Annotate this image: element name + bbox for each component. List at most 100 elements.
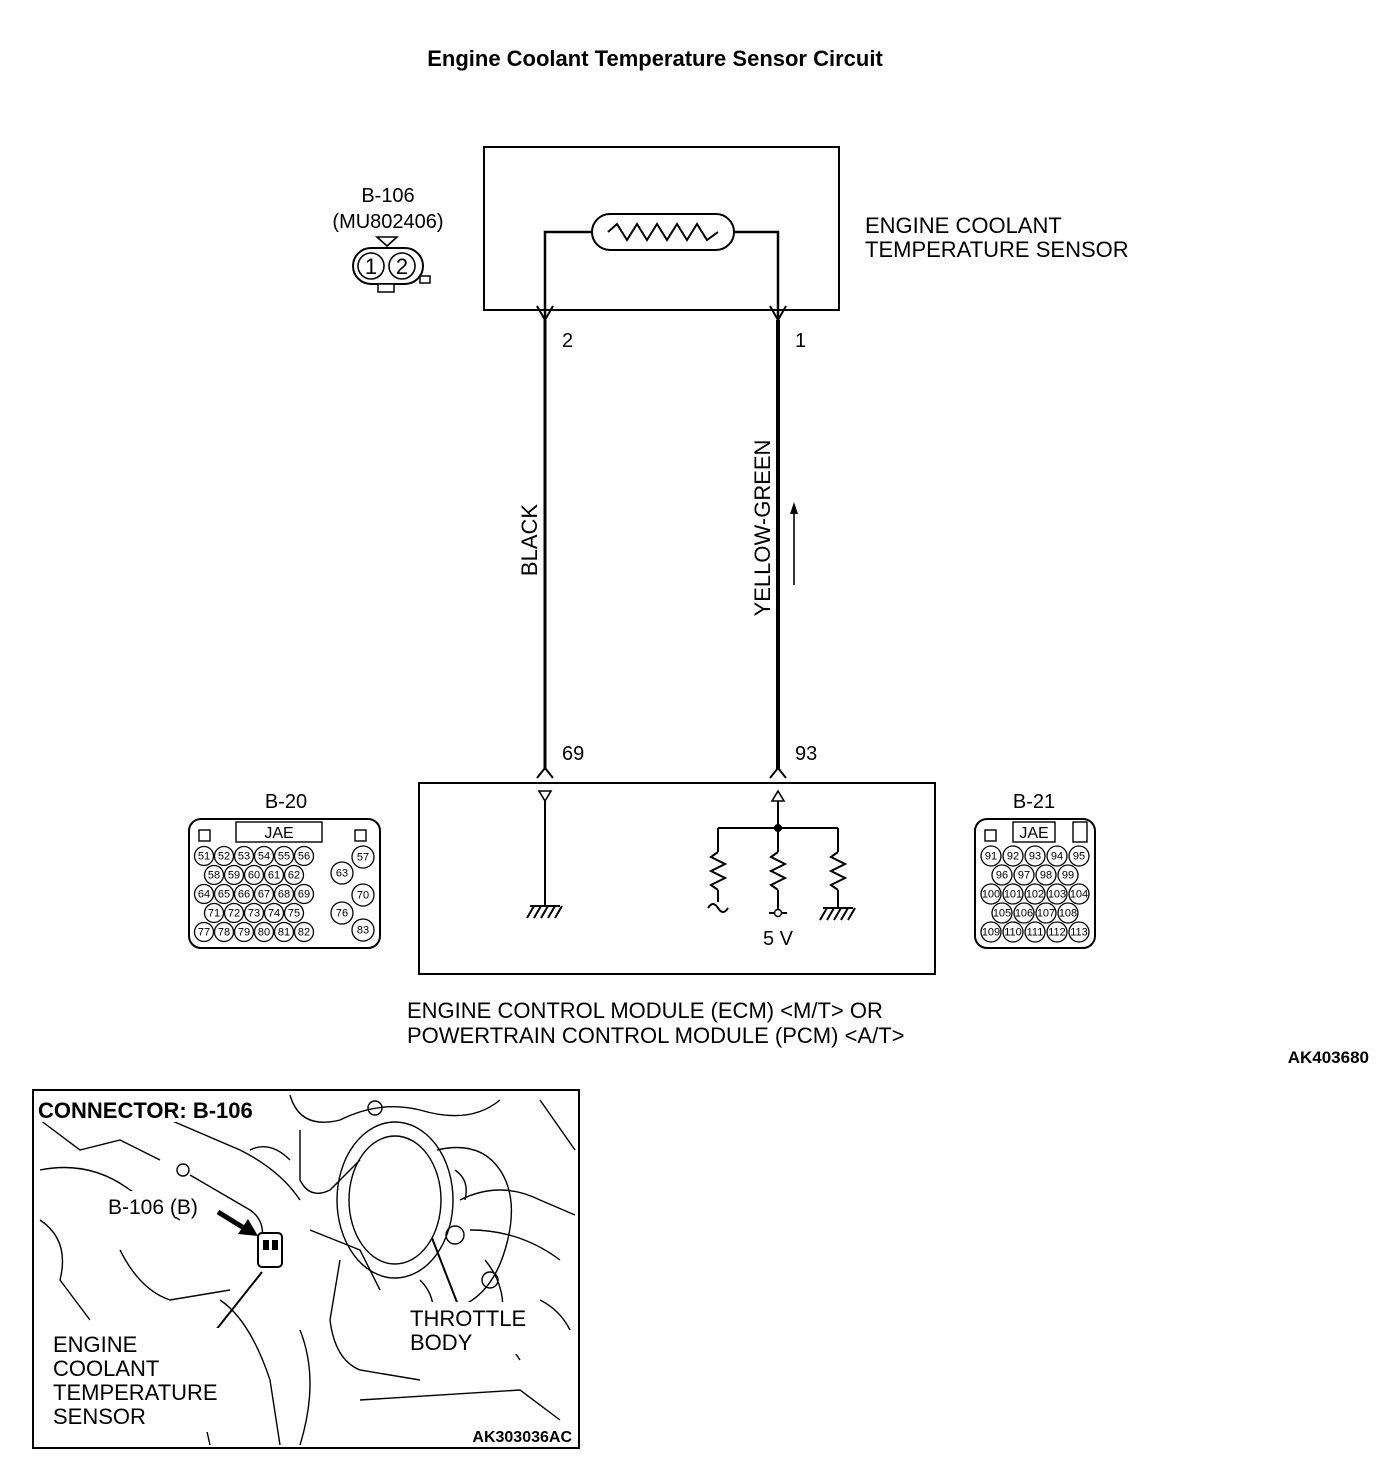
- connector-pin: [980, 883, 1002, 905]
- supply-voltage-label: 5 V: [763, 928, 794, 950]
- connector-pin-number: 66: [238, 889, 250, 901]
- connector-pin-number: 101: [1004, 889, 1022, 901]
- connector-pin: [213, 883, 235, 905]
- ecm-box: [418, 782, 936, 975]
- connector-pin: [203, 864, 225, 886]
- sensor-label-line2: TEMPERATURE SENSOR: [865, 237, 1129, 262]
- supply-terminal-icon: [773, 908, 783, 918]
- connector-pin: [213, 921, 235, 943]
- b20-name: B-20: [265, 791, 307, 813]
- connector-pin: [1046, 883, 1068, 905]
- connector-pin-number: 93: [1029, 851, 1041, 863]
- b106-pin-2: 2: [396, 254, 408, 279]
- connector-pin: [263, 902, 285, 924]
- connector-pin: [1024, 883, 1046, 905]
- connector-pin-number: 67: [258, 889, 270, 901]
- connector-pin: [351, 918, 375, 942]
- connector-pin: [991, 864, 1013, 886]
- ground-icon: [526, 905, 563, 919]
- connector-pin-number: 70: [357, 890, 369, 902]
- connector-pin-number: 59: [228, 870, 240, 882]
- connector-location-inset: CONNECTOR: B-106 B-106 (B) ENGINE COOLAN…: [32, 1089, 580, 1449]
- connector-pin-number: 111: [1027, 927, 1044, 939]
- connector-pin: [1057, 902, 1079, 924]
- inset-sensor-label-2: COOLANT: [53, 1356, 159, 1381]
- connector-pin-number: 69: [298, 889, 310, 901]
- connector-pin-number: 76: [336, 908, 348, 920]
- connector-pin: [1057, 864, 1079, 886]
- connector-pin: [1024, 921, 1046, 943]
- connector-pin-number: 104: [1070, 889, 1088, 901]
- connector-pin: [1068, 883, 1090, 905]
- connector-pin: [980, 845, 1002, 867]
- connector-pin-number: 54: [258, 851, 270, 863]
- connector-pin: [980, 921, 1002, 943]
- ecm-label-line2: POWERTRAIN CONTROL MODULE (PCM) <A/T>: [407, 1023, 905, 1048]
- connector-pin-number: 72: [228, 908, 240, 920]
- inset-connector-callout: B-106 (B): [108, 1196, 198, 1219]
- connector-pin-number: 60: [248, 870, 260, 882]
- connector-pin-number: 57: [357, 852, 369, 864]
- connector-pin-number: 79: [238, 927, 250, 939]
- ecm-pin-69: 69: [562, 743, 584, 765]
- inset-title: CONNECTOR: B-106: [38, 1098, 253, 1123]
- connector-pin-number: 62: [288, 870, 300, 882]
- b20-maker: JAE: [264, 825, 293, 842]
- connector-pin-number: 83: [357, 925, 369, 937]
- connector-pin: [253, 883, 275, 905]
- resistor-pullup-icon: [768, 851, 788, 891]
- connector-pin: [1068, 921, 1090, 943]
- connector-pin-number: 106: [1015, 908, 1033, 920]
- connector-pin-number: 112: [1048, 927, 1066, 939]
- ecm-pin93-arrow-icon: [769, 766, 787, 779]
- connector-pin: [213, 845, 235, 867]
- inset-sensor-label-3: TEMPERATURE: [53, 1380, 218, 1405]
- inset-throttle-label-1: THROTTLE: [410, 1306, 526, 1331]
- connector-pin-number: 108: [1059, 908, 1077, 920]
- b106-name: B-106: [361, 185, 414, 207]
- connector-pin-number: 58: [208, 870, 220, 882]
- connector-pin: [293, 845, 315, 867]
- connector-pin-number: 96: [996, 870, 1008, 882]
- connector-pin-number: 77: [198, 927, 210, 939]
- sensor-pin-1: 1: [795, 330, 806, 352]
- sensor-leader-line: [215, 1271, 263, 1331]
- connector-pin: [1002, 883, 1024, 905]
- connector-pin: [293, 921, 315, 943]
- connector-pin-number: 92: [1007, 851, 1019, 863]
- connector-pin-number: 97: [1018, 870, 1030, 882]
- connector-pin: [1002, 845, 1024, 867]
- connector-pin: [283, 902, 305, 924]
- sensor-lead-right: [734, 230, 780, 320]
- connector-pin: [330, 901, 354, 925]
- connector-pin-number: 99: [1062, 870, 1074, 882]
- connector-pin-number: 105: [993, 908, 1011, 920]
- inset-throttle-label-2: BODY: [410, 1330, 473, 1355]
- callout-arrow-icon: [216, 1209, 246, 1231]
- connector-pin: [273, 921, 295, 943]
- connector-pin-number: 98: [1040, 870, 1052, 882]
- connector-pin: [223, 902, 245, 924]
- connector-pin-number: 75: [288, 908, 300, 920]
- connector-pin-number: 91: [985, 851, 997, 863]
- connector-pin: [193, 921, 215, 943]
- connector-pin: [351, 883, 375, 907]
- connector-pin: [1046, 921, 1068, 943]
- wire-color-yellow-green: YELLOW-GREEN: [750, 440, 775, 617]
- connector-pin: [223, 864, 245, 886]
- connector-pin: [263, 864, 285, 886]
- connector-pin-number: 110: [1004, 927, 1022, 939]
- resistor-left-icon: [708, 851, 728, 891]
- connector-pin-number: 100: [982, 889, 1000, 901]
- connector-pin-number: 78: [218, 927, 230, 939]
- connector-pin-number: 102: [1026, 889, 1044, 901]
- connector-pin: [233, 921, 255, 943]
- connector-pin: [1068, 845, 1090, 867]
- b106-pin-1: 1: [365, 254, 377, 279]
- ecm-pin93-terminal-icon: [770, 789, 786, 802]
- ecm-pin69-arrow-icon: [536, 766, 554, 779]
- ecm-label-line1: ENGINE CONTROL MODULE (ECM) <M/T> OR: [407, 998, 883, 1023]
- connector-pin: [283, 864, 305, 886]
